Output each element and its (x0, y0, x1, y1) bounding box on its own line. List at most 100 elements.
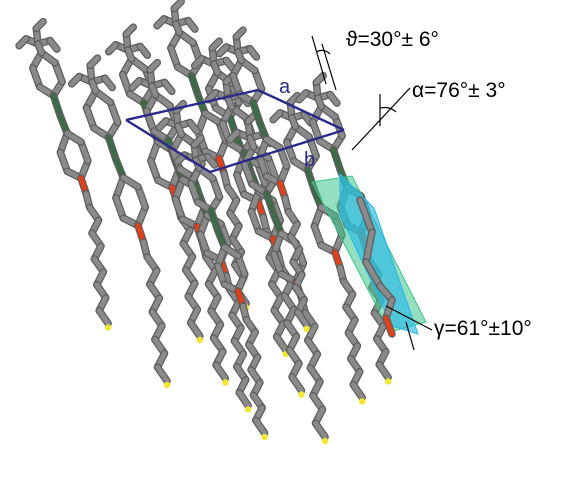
link-bond (35, 41, 44, 56)
thiol-terminus (104, 324, 112, 331)
ring-bond (357, 197, 375, 235)
link-bond (211, 61, 221, 76)
chain-bond (289, 374, 304, 393)
ring-bond (264, 136, 283, 151)
chain-bond (376, 362, 391, 380)
thiol-terminus (321, 437, 329, 445)
link-bond (315, 95, 324, 110)
link-bond (175, 123, 184, 138)
alpha-tilt-line (351, 87, 411, 151)
thiol-terminus (222, 379, 229, 386)
head-bond (209, 38, 222, 51)
chain-bond (274, 334, 289, 353)
head-bond (192, 56, 205, 69)
link-bond (89, 79, 99, 94)
thiol-terminus (163, 381, 171, 389)
ring-bond (202, 110, 222, 125)
head-bond (191, 135, 204, 148)
head-bond (123, 24, 136, 37)
alpha-angle-arc (379, 106, 397, 113)
link-bond (289, 115, 298, 130)
unit-cell (125, 88, 345, 174)
lattice-label-b: b (304, 149, 315, 171)
chain-bond (313, 420, 328, 440)
molecule (68, 54, 171, 389)
theta-tilt-line (321, 43, 337, 91)
ring-plane-cyan (339, 172, 419, 335)
thiol-terminus (303, 325, 310, 333)
molecule (15, 17, 112, 331)
head-bond (227, 129, 240, 143)
head-bond (171, 0, 184, 12)
alpha-annotation: α=76°± 3° (412, 79, 506, 102)
ring-bond (222, 244, 241, 259)
head-bond (154, 16, 167, 29)
chain-bond (350, 382, 365, 400)
link-bond (247, 135, 257, 150)
chain-bond (295, 309, 310, 328)
head-bond (205, 90, 218, 103)
thiol-terminus (384, 378, 392, 385)
molecule-layer (15, 0, 392, 445)
link-bond (225, 95, 235, 110)
head-bond (33, 19, 46, 32)
angle-guides (311, 35, 433, 351)
ring-bond (64, 130, 84, 145)
head-bond (69, 73, 82, 87)
head-bond (16, 36, 29, 49)
head-bond (87, 55, 101, 68)
gamma-annotation: γ=61°±10° (434, 317, 532, 340)
ring-bond (363, 229, 375, 265)
head-bond (270, 110, 283, 123)
head-bond (247, 46, 259, 60)
thiol-terminus (358, 398, 366, 405)
link-bond (125, 47, 135, 62)
head-bond (137, 43, 150, 58)
ring-bond (383, 315, 395, 337)
head-bond (217, 44, 229, 57)
head-bond (187, 120, 200, 134)
head-bond (156, 118, 169, 131)
azo-bond (264, 190, 277, 218)
theta-angle-arc (315, 49, 331, 55)
thiol-terminus (261, 433, 268, 441)
gamma-guide-line (385, 305, 433, 331)
head-bond (185, 18, 198, 32)
head-bond (313, 73, 326, 86)
chain-bond (236, 390, 251, 408)
unit-cell-edge (125, 88, 259, 122)
thiol-terminus (196, 336, 204, 344)
ring-bond (363, 259, 383, 289)
head-bond (233, 27, 246, 40)
azo-bond (106, 134, 119, 162)
molecule (173, 134, 269, 441)
unit-cell-edge (209, 128, 345, 174)
theta-tilt-line (311, 35, 327, 85)
highlighted-ring-segment (356, 196, 396, 338)
head-bond (129, 78, 142, 91)
unit-cell-edge (257, 88, 345, 132)
link-bond (149, 83, 159, 98)
chain-bond (253, 417, 268, 436)
head-bond (106, 42, 119, 55)
ring-bond (120, 175, 141, 190)
head-bond (205, 154, 217, 168)
head-bond (147, 60, 160, 73)
thiol-terminus (298, 391, 305, 398)
molecule (215, 26, 311, 333)
head-bond (162, 79, 175, 94)
head-bond (47, 38, 60, 52)
chain-bond (155, 364, 170, 384)
head-bond (102, 75, 115, 91)
head-bond (327, 92, 340, 106)
link-bond (173, 21, 182, 36)
theta-annotation: ϑ=30°± 6° (346, 28, 439, 51)
chain-bond (188, 320, 203, 339)
head-bond (296, 90, 309, 103)
lattice-label-a: a (279, 76, 291, 98)
unit-cell-edge (125, 118, 211, 174)
chain-bond (96, 308, 111, 326)
link-bond (235, 49, 244, 63)
